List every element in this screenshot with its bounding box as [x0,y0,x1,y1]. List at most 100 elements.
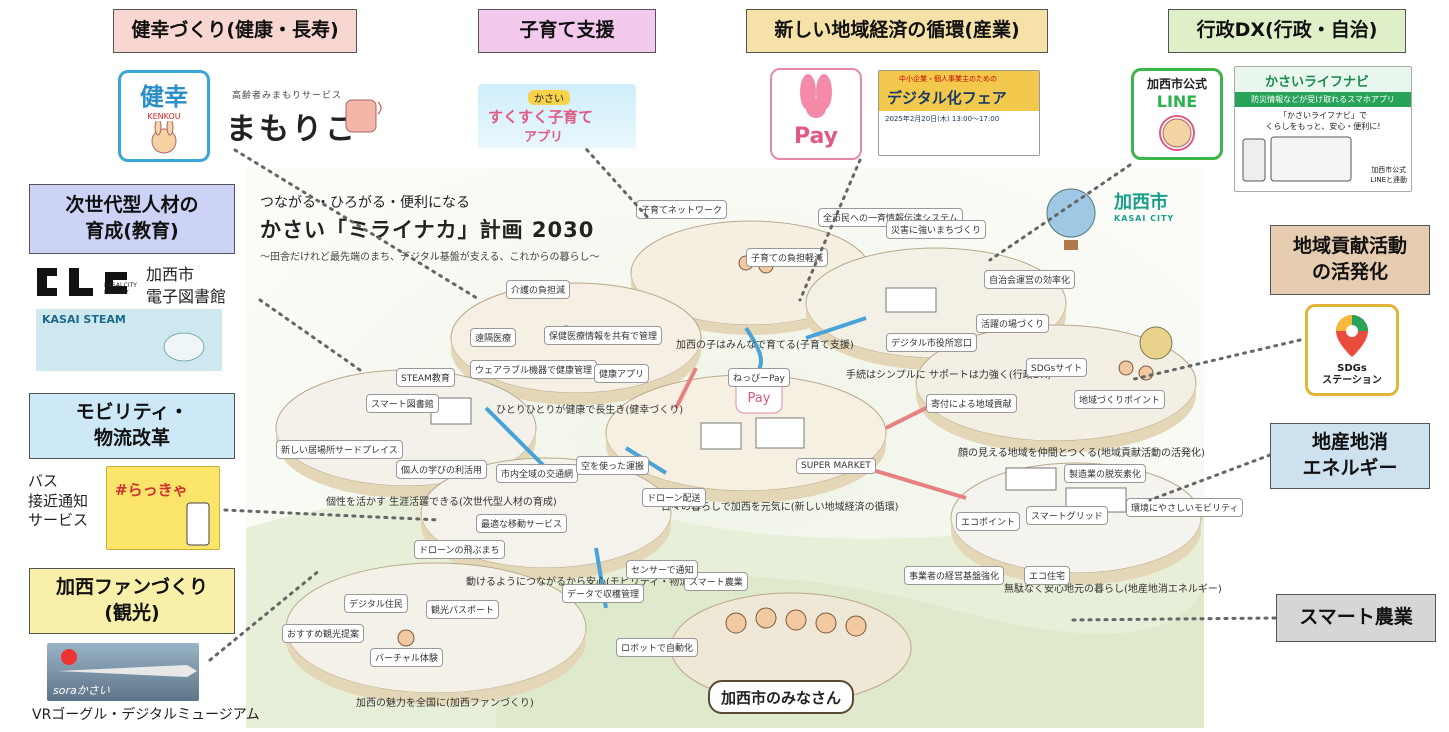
badge: 保健医療情報を共有で管理 [544,326,663,345]
phone-icon [186,502,210,546]
lifenavi-sub: 防災情報などが受け取れるスマホアプリ [1235,92,1411,107]
badge: 子育ての負担軽減 [746,248,829,267]
kenkou-sub: KENKOU [147,112,181,121]
badge: ロボットで自動化 [616,638,699,657]
steam-banner: KASAI STEAM [36,309,222,371]
badge: 健康アプリ [594,364,650,383]
badge: スマート図書館 [366,394,439,413]
badge: 寄付による地域貢献 [926,394,1017,413]
mascot-icon [1159,115,1195,151]
library-mark: KASAI CITY LIBRARY [104,282,137,296]
badge: 個人の学びの利活用 [396,460,488,479]
disc-caption: 日々の暮らしで加西を元気に(新しい地域経済の循環) [661,502,899,513]
phone-screens-icon [1242,136,1352,182]
disc-caption: ひとりひとりが健康で長生き(健幸づくり) [496,405,684,416]
category-economy: 新しい地域経済の循環(産業) [746,9,1048,53]
city-logo-en: KASAI CITY [1114,214,1175,223]
mamorico-name: まもりこ [226,112,358,147]
category-tourism: 加西ファンづくり (観光) [29,568,235,634]
badge: 災害に強いまちづくり [886,220,987,239]
steam-name: KASAI STEAM [42,313,126,326]
poster-tagline: つながる・ひろがる・便利になる [260,195,470,211]
sukusuku-line2: アプリ [524,130,564,145]
category-childcare: 子育て支援 [478,9,656,53]
plane-icon [57,649,197,677]
library-name: 加西市 電子図書館 [146,265,227,306]
badge: バーチャル体験 [370,648,443,667]
badge: 遠隔医療 [470,328,517,347]
poster: Pay つながる・ひろがる・便利になる かさい「ミライナカ」計画 2030 〜田… [246,168,1244,728]
badge: デジタル住民 [344,594,408,613]
badge: スマートグリッド [1026,506,1108,525]
sdgs-station-icon: SDGs ステーション [1305,304,1399,396]
badge: SDGsサイト [1026,358,1088,377]
badge: ねっぴーPay [728,368,790,387]
mamorico-tag: 高齢者みまもりサービス [232,91,343,101]
digital-fair-title: デジタル化フェア [887,89,1007,107]
badge: 事業者の経営基盤強化 [904,566,1005,585]
badge: データで収穫管理 [562,584,645,603]
line-name: LINE [1156,92,1198,111]
pay-name: Pay [793,124,839,149]
badge: エコポイント [956,512,1021,531]
bus-app-flyer: #らっきゃ [106,466,220,550]
sdgs-name: SDGs ステーション [1322,363,1382,386]
mamorico-device-icon [345,99,382,133]
category-education: 次世代型人材の 育成(教育) [29,184,235,254]
line-official-icon: 加西市公式 LINE [1131,68,1223,160]
category-energy: 地産地消 エネルギー [1270,423,1430,489]
badge: 子育てネットワーク [636,200,728,219]
badge: 自治会運営の効率化 [984,270,1076,289]
lifenavi-app-card: かさいライフナビ 防災情報などが受け取れるスマホアプリ 「かさいライフナビ」で … [1234,66,1412,192]
sdgs-pin-icon [1336,315,1368,357]
pay-app-icon: Pay [770,68,862,160]
sukusuku-line1: すくすく子育て [488,108,594,126]
line-top: 加西市公式 [1146,77,1207,91]
badge: ウェアラブル機器で健康管理 [470,360,598,379]
lifenavi-title: かさいライフナビ [1235,67,1411,92]
disc-caption: 動けるようにつながるから安心(モビリティ・物流改革) [466,577,714,588]
disc-caption: 個性を活かす 生涯活躍できる(次世代型人材の育成) [326,497,557,508]
sukusuku-tag: かさい [528,90,570,105]
badge: 活躍の場づくり [976,314,1050,333]
rabbit-icon [800,74,832,118]
disc-caption: 加西の魅力を全国に(加西ファンづくり) [356,698,534,709]
mascot-icon [151,118,177,154]
badge: デジタル市役所窓口 [886,333,977,352]
sukusuku-app-banner: かさい すくすく子育て アプリ [478,84,636,148]
disc-caption: 無駄なく安心地元の暮らし(地産地消エネルギー) [1004,584,1222,595]
badge: 最適な移動サービス [476,514,568,533]
city-logo: 加西市 KASAI CITY [1114,188,1174,223]
bus-text: バス 接近通知 サービス [28,472,89,529]
lifenavi-line-note: 加西市公式 LINEと連動 [1370,166,1407,184]
poster-pay-text: Pay [748,391,771,406]
badge: ドローン配送 [642,488,706,507]
category-health: 健幸づくり(健康・長寿) [113,9,357,53]
vr-text: VRゴーグル・デジタルミュージアム [32,707,260,723]
badge: スマート農業 [684,572,748,591]
badge: ドローンの飛ぶまち [414,540,505,559]
badge: SUPER MARKET [796,458,876,474]
kenkou-app-icon: 健幸 KENKOU [118,70,210,162]
balloon-icon [1139,326,1173,360]
badge: 環境にやさしいモビリティ [1126,498,1244,517]
badge: エコ住宅 [1024,566,1071,585]
lifenavi-quote: 「かさいライフナビ」で くらしをもっと、安心・便利に! [1265,111,1381,131]
poster-title: かさい「ミライナカ」計画 2030 [260,218,595,242]
badge: 地域づくりポイント [1074,390,1166,409]
category-mobility: モビリティ・ 物流改革 [29,393,235,459]
disc-caption: 加西の子はみんなで育てる(子育て支援) [676,340,854,351]
residents-banner: 加西市のみなさん [708,680,854,714]
badge: 空を使った運搬 [576,456,650,475]
badge: おすすめ観光提案 [282,624,365,643]
library-logo-icon [37,268,127,296]
digital-fair-date: 2025年2月20日(木) 13:00〜17:00 [885,115,1000,123]
badge: 介護の負担減 [506,280,571,299]
category-community: 地域貢献活動 の活発化 [1270,225,1430,295]
bird-icon [163,332,205,362]
digital-fair-flyer: 中小企業・個人事業主のための デジタル化フェア 2025年2月20日(木) 13… [878,70,1040,156]
bus-app-name: #らっきゃ [115,481,188,499]
badge: 新しい居場所サードプレイス [276,440,403,459]
badge: 製造業の脱炭素化 [1064,464,1147,483]
